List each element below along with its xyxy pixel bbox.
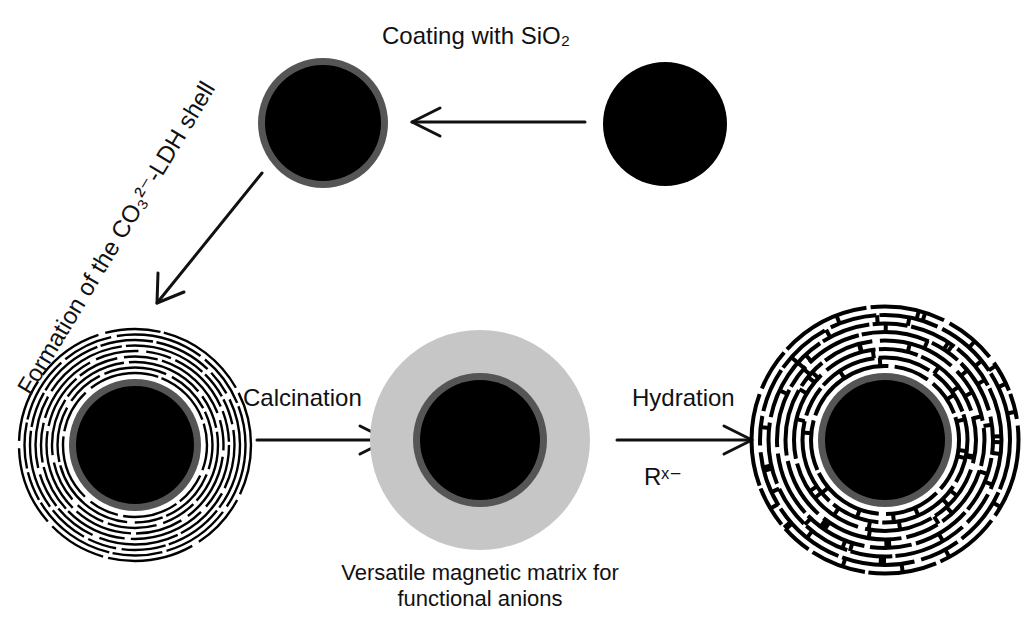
step-label: Coating with SiO₂ [382,22,570,51]
magnetic-core [420,380,540,500]
mixed-oxide-shell [370,330,590,550]
ldh-layers [752,307,1019,574]
reagent-label: Rˣ⁻ [644,463,682,492]
ldh-layer [769,324,1002,557]
silica-shell [69,379,201,511]
step-label: Hydration [632,384,735,413]
ldh-layer [786,341,985,540]
ldh-layer [63,373,207,517]
ldh-layer [777,332,993,548]
interlayer-link [934,517,939,524]
magnetic-core [265,65,381,181]
ldh-layer [30,340,240,550]
magnetic-core [603,62,727,186]
ldh-layer [58,368,213,523]
ldh-layer [47,357,224,534]
ldh-layer [52,362,218,528]
ldh-layer [803,358,968,523]
ldh-layer [36,346,235,545]
ldh-layer [25,335,246,556]
magnetic-core [76,386,194,504]
step-label: Calcination [243,384,362,413]
interlayer-link [826,330,830,337]
interlayer-link [799,389,806,393]
silica-shell [818,373,952,507]
ldh-layer [41,351,229,539]
magnetic-core [825,380,945,500]
ldh-layer [752,307,1019,574]
caption-label: Versatile magnetic matrix for functional… [340,560,620,613]
ldh-layer [760,315,1010,565]
step-label: Formation of the CO₃²⁻-LDH shell [12,76,222,399]
silica-shell [258,58,388,188]
ldh-layer [811,366,959,514]
silica-shell [413,373,547,507]
interlayer-link [805,518,811,524]
ldh-layer [794,349,976,531]
